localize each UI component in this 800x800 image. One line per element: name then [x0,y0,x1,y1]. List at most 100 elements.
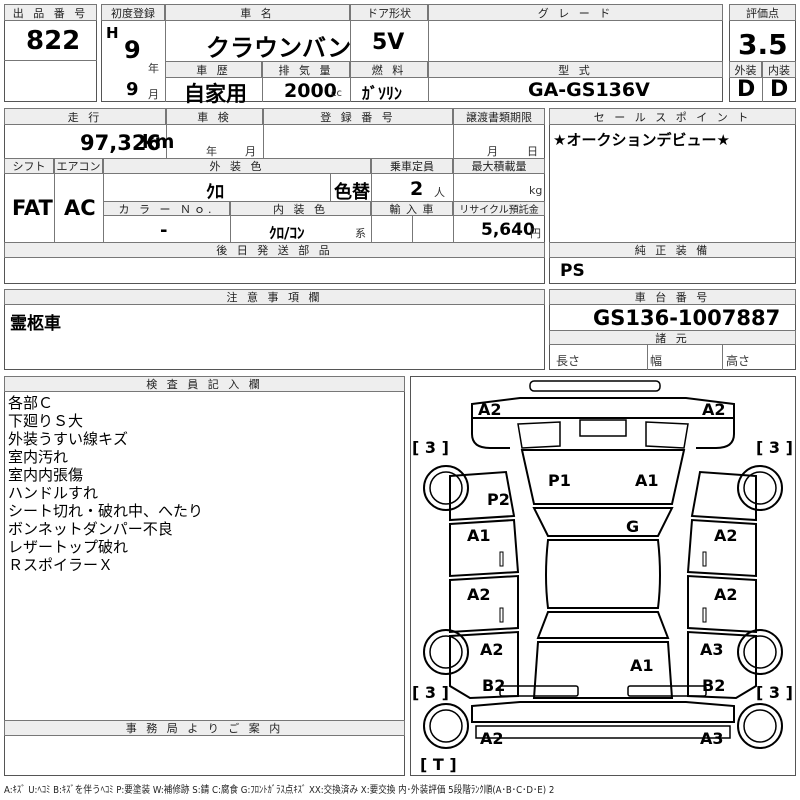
damage-rear-door-right: A2 [714,585,738,604]
import-label: 輸 入 車 [371,201,453,216]
damage-rear-lamp-left: B2 [482,676,506,695]
remark-item: ハンドルすれ [8,484,99,502]
car-diagram [423,380,783,749]
history-label: 車 歴 [165,61,262,78]
displacement-value: 2000 [284,80,337,102]
remark-item: ＲスポイラーＸ [8,556,114,574]
spare-tire: [ T ] [420,755,457,774]
capacity-unit: 人 [434,186,445,199]
remark-item: レザートップ破れ [8,538,129,556]
int-color-value: ｸﾛ/ｺﾝ [269,224,305,242]
interior-grade: D [770,77,789,102]
damage-front-door-right: A2 [714,526,738,545]
chassis-number: GS136-1007887 [593,306,781,330]
equipment-label: 純 正 装 備 [549,242,796,258]
damage-rear-door-left: A2 [467,585,491,604]
score-label: 評価点 [729,4,796,21]
first-reg-label: 初度登録 [101,4,165,21]
model-label: 型 式 [428,61,723,78]
era: H [106,24,119,42]
ext-color-label: 外 装 色 [103,158,371,174]
tire-rear-right: [ 3 ] [756,683,793,702]
damage-front-bumper-left: A2 [478,400,502,419]
remark-item: 室内内張傷 [8,466,84,484]
transfer-day-unit: 日 [527,145,538,158]
damage-roof: G [626,517,640,536]
history-value: 自家用 [184,82,247,106]
month-unit: 月 [148,88,159,101]
sales-point-label: セ ー ル ス ポ イ ン ト [549,108,796,125]
remark-item: 下廻りＳ大 [8,412,84,430]
damage-rear-bumper-left: A2 [480,729,504,748]
recycle-value: 5,640 [481,220,535,240]
recycle-unit: 円 [530,227,541,240]
int-color-suffix: 系 [355,227,366,240]
inspection-month-unit: 月 [245,145,256,158]
door-type: 5V [372,30,405,55]
height-label: 高さ [726,354,751,368]
year-unit: 年 [148,62,159,75]
fuel-label: 燃 料 [350,61,428,78]
width-label: 幅 [650,354,663,368]
mileage-unit: km [142,131,175,153]
damage-rear-quarter-left: A2 [480,640,504,659]
sales-point-value: ★オークションデビュー★ [553,131,730,149]
exterior-label: 外装 [729,61,762,78]
notes-value: 霊柩車 [10,314,61,334]
damage-rear-lamp-right: B2 [702,676,726,695]
lot-number: 822 [26,26,81,56]
legend: A:ｷｽﾞ U:ﾍｺﾐ B:ｷｽﾞを伴うﾍｺﾐ P:要塗装 W:補修跡 S:錆 … [4,785,555,796]
chassis-label: 車 台 番 号 [549,289,796,305]
remark-item: 外装うすい線キズ [8,430,129,448]
office-label: 事 務 局 よ り ご 案 内 [4,720,405,736]
damage-hood-right: A1 [635,471,659,490]
mileage-label: 走 行 [4,108,166,125]
shift-value: FAT [12,196,53,220]
damage-front-bumper-right: A2 [702,400,726,419]
model-value: GA-GS136V [528,79,650,101]
remark-item: 室内汚れ [8,448,69,466]
length-label: 長さ [556,354,581,368]
capacity-label: 乗車定員 [371,158,453,174]
int-color-label: 内 装 色 [230,201,371,216]
score-value: 3.5 [738,28,788,61]
damage-rear-quarter-right: A3 [700,640,724,659]
shift-label: シフト [4,158,54,174]
transfer-month-unit: 月 [487,145,498,158]
car-name: クラウンバン [206,34,352,62]
remark-item: 各部Ｃ [8,394,54,412]
later-parts-label: 後 日 発 送 部 品 [4,242,545,258]
displacement-unit: cc [331,88,342,99]
aircon-label: エアコン [54,158,103,174]
displacement-label: 排 気 量 [262,61,350,78]
car-name-label: 車 名 [165,4,350,21]
maxload-unit: kg [529,184,543,197]
exterior-grade: D [737,77,756,102]
colorno-value: - [160,220,168,241]
tire-rear-left: [ 3 ] [412,683,449,702]
damage-back-door: A1 [630,656,654,675]
interior-label: 内装 [762,61,796,78]
grade-label: グ レ ー ド [428,4,723,21]
notes-label: 注 意 事 項 欄 [4,289,545,305]
damage-rear-bumper-right: A3 [700,729,724,748]
capacity-value: 2 [410,178,424,200]
door-label: ドア形状 [350,4,428,21]
damage-front-door-left: A1 [467,526,491,545]
tire-front-left: [ 3 ] [412,438,449,457]
fuel-value: ｶﾞｿﾘﾝ [362,84,403,103]
ext-color-value: ｸﾛ [206,182,224,203]
maxload-label: 最大積載量 [453,158,545,174]
inspector-remarks: 各部Ｃ 下廻りＳ大 外装うすい線キズ 室内汚れ 室内内張傷 ハンドルすれ シート… [8,394,398,574]
remark-item: シート切れ・破れ中、へたり [8,502,204,520]
regno-label: 登 録 番 号 [263,108,453,125]
damage-hood-left: P1 [548,471,571,490]
colorno-label: カ ラ ー Ｎｏ. [103,201,230,216]
tire-front-right: [ 3 ] [756,438,793,457]
transfer-label: 譲渡書類期限 [453,108,545,125]
damage-fender-left: P2 [487,490,510,509]
inspection-year-unit: 年 [206,145,217,158]
spec-label: 諸 元 [549,330,796,345]
remark-item: ボンネットダンパー不良 [8,520,173,538]
inspector-box [4,376,405,776]
